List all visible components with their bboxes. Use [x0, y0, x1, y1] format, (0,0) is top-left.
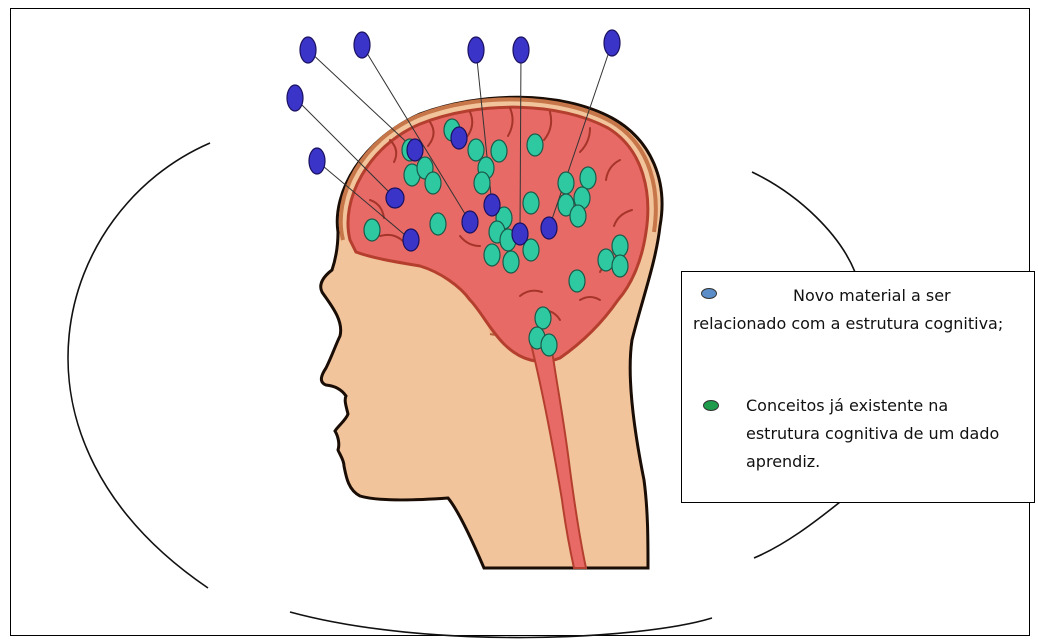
enclosing-arc-left: [68, 143, 210, 588]
enclosing-arc-bottom: [290, 612, 712, 638]
green-dot-icon: [703, 400, 719, 411]
legend-new-material-label: Novo material a ser relacionado com a es…: [693, 282, 1026, 338]
legend-box: Novo material a ser relacionado com a es…: [681, 271, 1035, 503]
enclosing-arc-right: [752, 172, 855, 272]
legend-existing-concepts-label: Conceitos já existente na estrutura cogn…: [746, 392, 1026, 476]
enclosing-arc-right-lower: [754, 502, 840, 558]
